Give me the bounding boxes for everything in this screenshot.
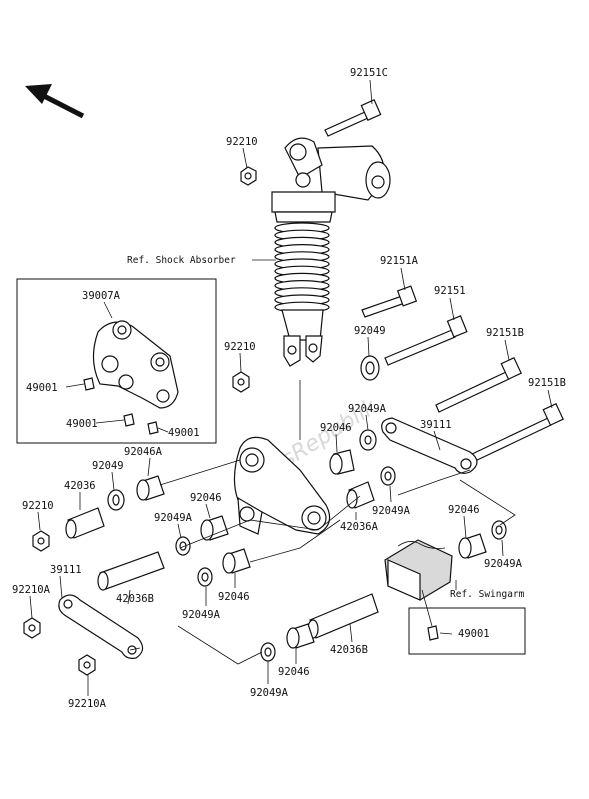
collar-92049-right (360, 355, 380, 381)
rocker-arm-center (233, 436, 331, 535)
label-49001-c: 49001 (168, 427, 200, 439)
collar-92049a-lower (197, 567, 213, 587)
collar-92049a-right (359, 429, 377, 451)
label-42036b-a: 42036B (116, 593, 154, 605)
label-92049a-e: 92049A (182, 609, 221, 621)
label-92151b-a: 92151B (486, 327, 524, 339)
swingarm-section (384, 539, 453, 601)
label-92151a: 92151A (380, 255, 419, 267)
label-42036: 42036 (64, 480, 96, 492)
grease-nipple-49001-c (147, 421, 159, 435)
shock-absorber (271, 137, 391, 367)
ref-shock-absorber: Ref. Shock Absorber (127, 255, 236, 266)
label-92210-mid: 92210 (224, 341, 256, 353)
label-92210a-a: 92210A (12, 584, 51, 596)
shock-spring (274, 222, 330, 313)
bearing-92046a (136, 475, 165, 501)
collar-92049a-center (175, 536, 191, 556)
label-92046a: 92046A (124, 446, 163, 458)
label-39111-b: 39111 (50, 564, 82, 576)
label-92049a-f: 92049A (250, 687, 289, 699)
front-direction-arrow-icon (25, 84, 85, 119)
collar-92049a-bottom (260, 642, 276, 662)
label-49001-d: 49001 (458, 628, 490, 640)
collar-92049a-mid (380, 466, 396, 486)
inset-box-39007a (16, 278, 217, 444)
link-rod-39111-left (58, 594, 144, 659)
label-92046-c: 92046 (448, 504, 480, 516)
label-49001-a: 49001 (26, 382, 58, 394)
label-92049a-c: 92049A (372, 505, 411, 517)
sleeve-42036b-right (307, 593, 379, 639)
nut-92210-top (240, 166, 257, 186)
bolt-92151 (384, 315, 468, 366)
label-49001-b: 49001 (66, 418, 98, 430)
bolt-92151a (361, 285, 418, 318)
inset-box-49001 (408, 607, 526, 655)
label-92151: 92151 (434, 285, 466, 297)
label-92151c: 92151C (350, 67, 388, 79)
bolt-92151b-lower (469, 402, 564, 463)
bearing-92046-right (458, 533, 487, 559)
label-92210-top: 92210 (226, 136, 258, 148)
bearing-92046-lower (286, 623, 315, 649)
collar-92049-left (107, 489, 125, 511)
leader-lines (29, 79, 553, 696)
label-92046-b: 92046 (190, 492, 222, 504)
ref-swingarm: Ref. Swingarm (450, 589, 525, 600)
label-92046-a: 92046 (320, 422, 352, 434)
label-92049a-a: 92049A (348, 403, 387, 415)
label-92049-a: 92049 (354, 325, 386, 337)
label-92210-left: 92210 (22, 500, 54, 512)
label-92049a-b: 92049A (154, 512, 193, 524)
nut-92210-mid (232, 371, 250, 393)
bolt-92151b-upper (435, 356, 522, 413)
part-labels: 92151C 92210 Ref. Shock Absorber 92151A … (12, 67, 566, 710)
grease-nipple-49001-a (83, 377, 95, 391)
nut-92210a-lower (78, 654, 96, 676)
grease-nipple-49001-d (427, 625, 439, 641)
label-92049-b: 92049 (92, 460, 124, 472)
collar-92049a-far-right (491, 520, 507, 540)
sleeve-42036 (65, 507, 105, 539)
grease-nipple-49001-b (123, 413, 135, 427)
label-42036b-b: 42036B (330, 644, 368, 656)
rocker-39007a (92, 320, 179, 409)
label-92210a-b: 92210A (68, 698, 107, 710)
sleeve-42036b-left (97, 551, 165, 591)
nut-92210a-upper (23, 617, 41, 639)
label-92046-d: 92046 (218, 591, 250, 603)
label-42036a: 42036A (340, 521, 379, 533)
label-92049a-d: 92049A (484, 558, 523, 570)
label-39111-a: 39111 (420, 419, 452, 431)
label-39007a: 39007A (82, 290, 121, 302)
bearing-92046-center-a (200, 515, 229, 541)
link-rod-39111-right (381, 417, 478, 474)
label-92151b-b: 92151B (528, 377, 566, 389)
bolt-92151c (324, 99, 382, 137)
nut-92210-left (32, 530, 50, 552)
label-92046-e: 92046 (278, 666, 310, 678)
bearing-92046-mid (329, 449, 355, 475)
bearing-92046-center-b (222, 548, 251, 574)
sleeve-42036a (346, 481, 375, 509)
